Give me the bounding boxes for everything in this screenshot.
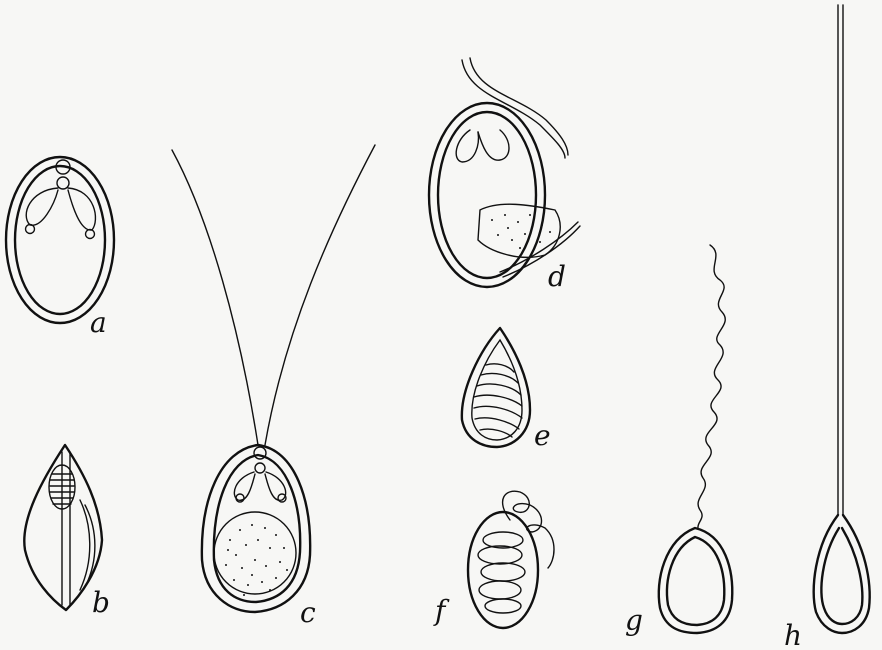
- figure-g-wavy-thread-capsule: g: [625, 245, 732, 637]
- figure-g-label: g: [625, 604, 643, 637]
- figure-a-capsule: a: [6, 157, 114, 339]
- figure-c-label: c: [300, 596, 316, 629]
- figure-d-discharging-capsule: d: [429, 58, 580, 293]
- figure-f-label: f: [433, 594, 450, 627]
- figure-e-teardrop-capsule: e: [462, 328, 551, 452]
- figure-e-label: e: [534, 419, 551, 452]
- figure-b-label: b: [92, 586, 110, 619]
- figure-h-straight-thread-capsule: h: [784, 5, 870, 650]
- figure-h-label: h: [784, 619, 802, 650]
- figure-f-coiled-capsule: f: [433, 491, 554, 628]
- figure-a-label: a: [90, 306, 107, 339]
- figure-d-label: d: [548, 260, 566, 293]
- figure-c-capsule-with-threads: c: [172, 145, 375, 629]
- figure-b-spindle: b: [24, 445, 110, 619]
